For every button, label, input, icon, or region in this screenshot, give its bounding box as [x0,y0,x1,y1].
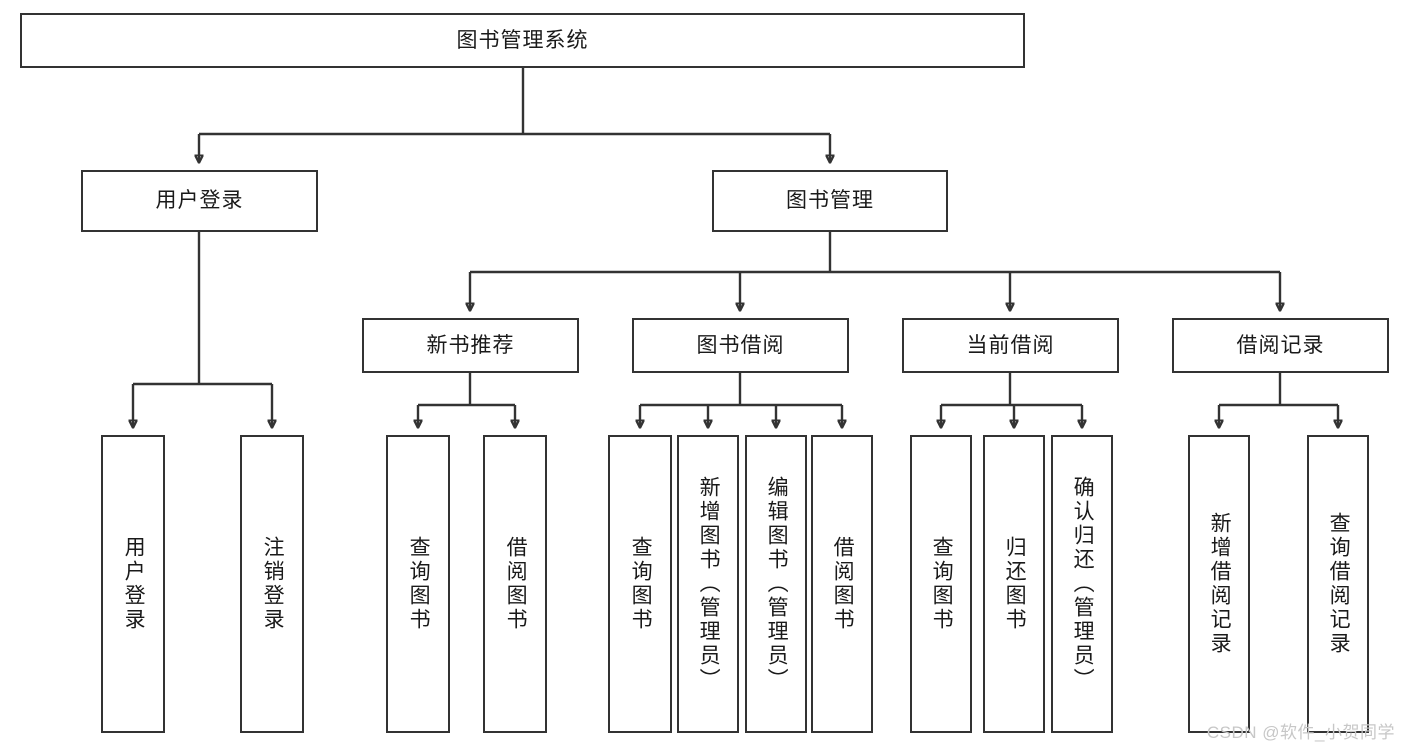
leaf-borrow-book-2-label: 借阅图书 [831,536,855,632]
leaf-confirm-return-label: 确认归还（管理员） [1071,476,1095,692]
leaf-add-book-label: 新增图书（管理员） [697,476,721,692]
node-book-manage[interactable]: 图书管理 [712,170,948,232]
node-root[interactable]: 图书管理系统 [20,13,1025,68]
leaf-logout[interactable]: 注销登录 [240,435,304,733]
node-book-borrow-label: 图书借阅 [696,333,785,357]
node-borrow-record-label: 借阅记录 [1236,333,1325,357]
node-user-login[interactable]: 用户登录 [81,170,318,232]
leaf-query-book-2-label: 查询图书 [629,536,653,632]
leaf-borrow-book-2[interactable]: 借阅图书 [811,435,873,733]
leaf-user-login-label: 用户登录 [122,536,146,632]
leaf-return-book[interactable]: 归还图书 [983,435,1045,733]
node-root-label: 图书管理系统 [456,28,589,52]
leaf-return-book-label: 归还图书 [1003,536,1027,632]
leaf-edit-book[interactable]: 编辑图书（管理员） [745,435,807,733]
leaf-confirm-return[interactable]: 确认归还（管理员） [1051,435,1113,733]
leaf-query-book-3-label: 查询图书 [930,536,954,632]
node-current-borrow[interactable]: 当前借阅 [902,318,1119,373]
leaf-edit-book-label: 编辑图书（管理员） [765,476,789,692]
leaf-add-book[interactable]: 新增图书（管理员） [677,435,739,733]
leaf-user-login[interactable]: 用户登录 [101,435,165,733]
node-new-book-rec[interactable]: 新书推荐 [362,318,579,373]
node-user-login-label: 用户登录 [155,189,244,213]
leaf-logout-label: 注销登录 [261,536,285,632]
leaf-borrow-book-1-label: 借阅图书 [504,536,528,632]
node-borrow-record[interactable]: 借阅记录 [1172,318,1389,373]
leaf-query-record[interactable]: 查询借阅记录 [1307,435,1369,733]
leaf-borrow-book-1[interactable]: 借阅图书 [483,435,547,733]
leaf-query-book-2[interactable]: 查询图书 [608,435,672,733]
leaf-query-book-1-label: 查询图书 [407,536,431,632]
node-new-book-rec-label: 新书推荐 [426,333,515,357]
leaf-query-record-label: 查询借阅记录 [1327,512,1351,656]
leaf-query-book-3[interactable]: 查询图书 [910,435,972,733]
node-book-borrow[interactable]: 图书借阅 [632,318,849,373]
leaf-query-book-1[interactable]: 查询图书 [386,435,450,733]
leaf-add-record[interactable]: 新增借阅记录 [1188,435,1250,733]
node-current-borrow-label: 当前借阅 [966,333,1055,357]
leaf-add-record-label: 新增借阅记录 [1208,512,1232,656]
node-book-manage-label: 图书管理 [786,189,874,213]
csdn-watermark: CSDN @软件_小贺同学 [1206,723,1395,742]
